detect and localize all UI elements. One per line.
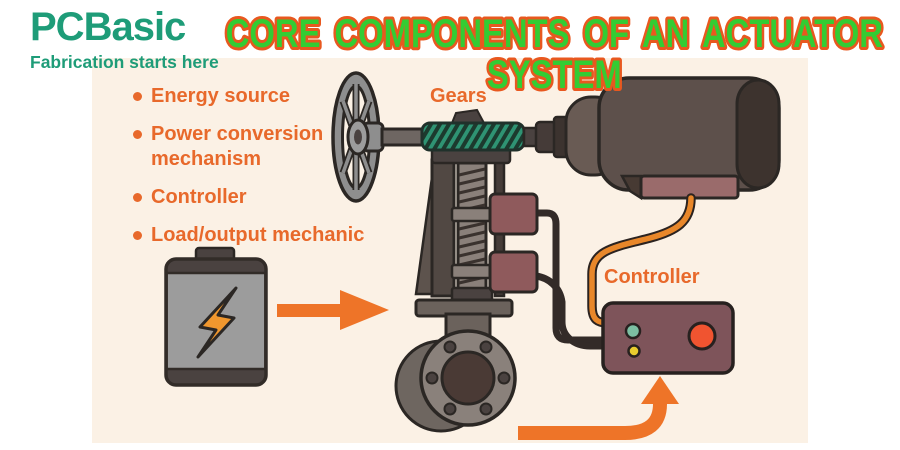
list-item: Energy source (133, 84, 383, 109)
limit-switch-blocks (488, 192, 539, 294)
valve-assembly (394, 158, 517, 433)
drive-shaft (380, 127, 428, 147)
pcbasic-logo: PCBasic Fabrication starts here (30, 4, 270, 73)
arrow-up-icon (518, 376, 679, 440)
list-item: Power conversion mechanism (133, 122, 383, 172)
bullet-icon (133, 130, 142, 139)
brand-wordmark: PCBasic (30, 5, 186, 49)
title-line2: SYSTEM (487, 52, 622, 97)
handwheel (331, 71, 385, 203)
worm-gear-icon (420, 108, 526, 152)
bullet-icon (133, 193, 142, 202)
electric-motor (522, 76, 781, 201)
page-title: CORE COMPONENTS OF AN ACTUATOR SYSTEM (223, 8, 886, 99)
power-button (687, 321, 717, 351)
orange-wire (587, 193, 696, 328)
brand-tagline: Fabrication starts here (30, 52, 219, 72)
battery-icon (164, 246, 268, 387)
lightning-bolt-icon (196, 286, 238, 359)
signal-wires (532, 209, 610, 350)
controller-label: Controller (604, 266, 700, 288)
title-line1: CORE COMPONENTS OF AN ACTUATOR (226, 11, 883, 56)
component-list: Energy source Power conversion mechanism… (133, 84, 383, 261)
list-item: Controller (133, 185, 383, 210)
led-yellow (627, 344, 641, 358)
list-item: Load/output mechanic (133, 223, 383, 248)
bullet-icon (133, 92, 142, 101)
controller-box (601, 301, 735, 375)
led-green (624, 322, 642, 340)
gears-label: Gears (430, 85, 487, 107)
bullet-icon (133, 231, 142, 240)
arrow-right-icon (277, 290, 389, 330)
